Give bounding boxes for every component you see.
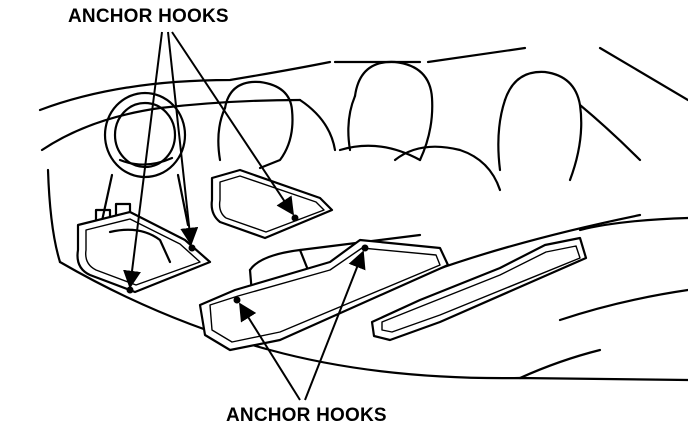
anchor-hook-driver-right (189, 245, 196, 252)
anchor-hook-rear-right (362, 245, 369, 252)
steering-wheel (100, 93, 188, 230)
anchor-hook-passenger (292, 215, 299, 222)
anchor-hooks-label-top: ANCHOR HOOKS (68, 6, 229, 28)
anchor-hook-rear-left (234, 297, 241, 304)
front-seat-left (218, 82, 292, 168)
anchor-hook-driver-left (127, 287, 134, 294)
anchor-hooks-label-bottom: ANCHOR HOOKS (226, 405, 387, 427)
front-seat-right (340, 62, 432, 160)
driver-front-mat (78, 212, 211, 292)
passenger-front-mat (212, 170, 332, 238)
